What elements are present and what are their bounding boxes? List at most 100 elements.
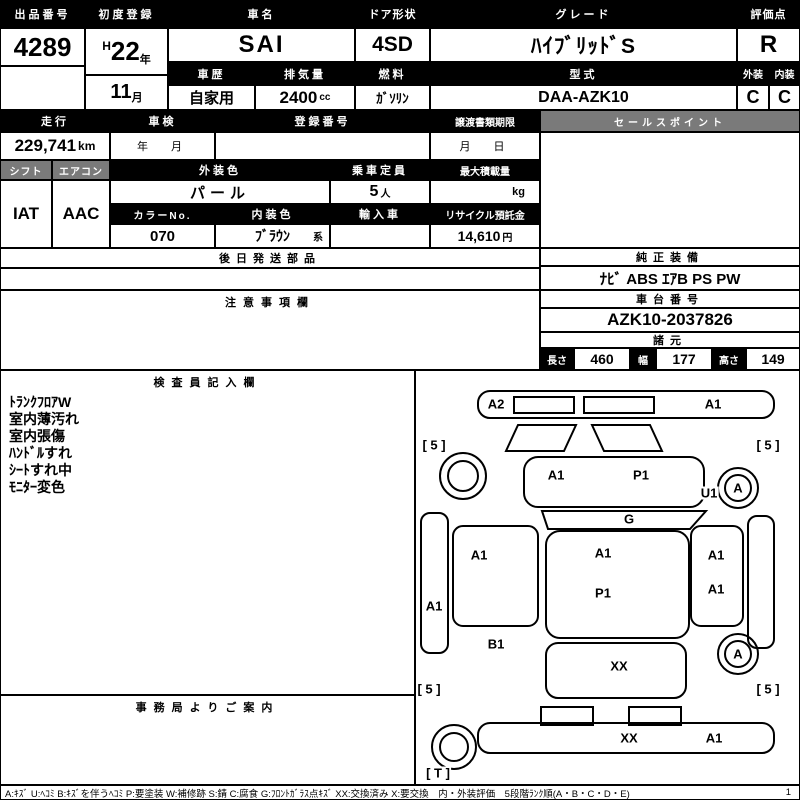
mileage-unit: km [78, 139, 96, 153]
rear-plate-left-shape [540, 706, 594, 726]
import-label: 輸入車 [330, 204, 430, 224]
history-label: 車歴 [168, 62, 255, 85]
later-parts-label: 後日発送部品 [0, 248, 540, 268]
model-code-value: DAA-AZK10 [430, 85, 737, 110]
sales-point-label: セールスポイント [540, 110, 800, 132]
inspector-remark: ｼｰﾄすれ中 [9, 462, 72, 478]
mileage-number: 229,741 [14, 136, 77, 155]
displacement-label: 排気量 [255, 62, 355, 85]
right-sill-shape [747, 515, 775, 649]
left-door-shape [452, 525, 539, 627]
interior-label: 内装 [769, 62, 800, 85]
interior-color-label: 内装色 [215, 204, 330, 224]
genuine-equipment-label: 純正装備 [540, 248, 800, 266]
front-light-left-shape [504, 424, 578, 452]
capacity-label: 乗車定員 [330, 160, 430, 180]
damage-mark-B1: B1 [486, 636, 506, 652]
damage-mark-A: A [732, 646, 744, 662]
damage-mark-A1: A1 [703, 396, 723, 412]
door-shape-label: ドア形状 [355, 0, 430, 28]
right-door-shape [690, 525, 744, 627]
max-load-value: kg [430, 180, 540, 204]
transfer-deadline-value: 月 日 [430, 132, 540, 160]
front-plate-left-shape [513, 396, 575, 414]
recycle-fee: 14,610 [457, 228, 501, 244]
inspector-title: 検査員記入欄 [153, 377, 262, 389]
damage-mark-P1: P1 [594, 585, 612, 601]
chassis-number-label: 車台番号 [540, 290, 800, 308]
month-unit: 月 [131, 91, 143, 104]
damage-mark-A1: A1 [593, 545, 613, 561]
length-label: 長さ [540, 348, 574, 370]
damage-mark-A1: A1 [704, 730, 724, 746]
capacity-unit: 人 [380, 188, 391, 200]
car-outline-diagram [420, 390, 775, 770]
interior-score: C [769, 85, 800, 110]
damage-mark-5: [ 5 ] [755, 681, 781, 697]
roof-shape [545, 530, 690, 639]
genuine-equipment-value: ﾅﾋﾞ ABS ｴｱB PS PW [540, 266, 800, 290]
damage-mark-A: A [732, 480, 744, 496]
displacement-number: 2400 [279, 87, 318, 107]
inspector-remark: 室内張傷 [9, 428, 65, 444]
rear-bumper-shape [477, 722, 775, 754]
shift-label: シフト [0, 160, 52, 180]
grade-label: グレード [430, 0, 737, 28]
exterior-label: 外装 [737, 62, 769, 85]
recycle-deposit-label: リサイクル預託金 [430, 204, 540, 224]
rear-left-wheel [431, 724, 477, 770]
first-registration-label: 初度登録 [85, 0, 168, 28]
damage-mark-XX: XX [619, 730, 639, 746]
length-value: 460 [574, 348, 630, 370]
exterior-score: C [737, 85, 769, 110]
inspection-value: 年 月 [110, 132, 215, 160]
car-name-label: 車名 [168, 0, 355, 28]
inspector-remark: ﾄﾗﾝｸﾌﾛｱW [9, 394, 72, 410]
front-plate-right-shape [583, 396, 655, 414]
height-label: 高さ [712, 348, 746, 370]
recycle-deposit-value: 14,610 円 [430, 224, 540, 248]
damage-mark-T: [ T ] [425, 765, 451, 781]
exterior-color-label: 外装色 [110, 160, 330, 180]
inspector-remark: ﾓﾆﾀｰ変色 [9, 479, 65, 495]
inspector-remark: ﾊﾝﾄﾞﾙすれ [9, 445, 72, 461]
lot-empty-cell [0, 66, 85, 110]
model-code-label: 型式 [430, 62, 737, 85]
front-bumper-shape [477, 390, 775, 419]
inspector-remark: 室内薄汚れ [9, 411, 79, 427]
rear-plate-right-shape [628, 706, 682, 726]
year-unit: 年 [139, 53, 151, 66]
transfer-deadline-label: 譲渡書類期限 [430, 110, 540, 132]
first-registration-year: H 22 年 [85, 28, 168, 75]
lot-number-label: 出品番号 [0, 0, 85, 28]
aircon-value: AAC [52, 180, 110, 248]
capacity-number: 5 [369, 183, 379, 200]
chassis-number-value: AZK10-2037826 [540, 308, 800, 332]
era-code: H [102, 38, 111, 53]
fuel-label: 燃料 [355, 62, 430, 85]
mileage-label: 走行 [0, 110, 110, 132]
legend-row: A:ｷｽﾞ U:ﾍｺﾐ B:ｷｽﾞを伴うﾍｺﾐ P:要塗装 W:補修跡 S:錆 … [0, 785, 800, 800]
shift-value: IAT [0, 180, 52, 248]
hood-shape [523, 456, 705, 508]
trunk-shape [545, 642, 687, 699]
rear-right-wheel [717, 633, 759, 675]
damage-mark-A1: A1 [706, 547, 726, 563]
interior-color-suffix: 系 [313, 232, 323, 244]
office-box: 事務局よりご案内 [0, 695, 415, 785]
score-value: R [737, 28, 800, 62]
displacement-value: 2400 cc [255, 85, 355, 110]
import-value [330, 224, 430, 248]
legend-text: A:ｷｽﾞ U:ﾍｺﾐ B:ｷｽﾞを伴うﾍｺﾐ P:要塗装 W:補修跡 S:錆 … [5, 788, 630, 800]
displacement-unit: cc [319, 92, 331, 103]
color-number-value: 070 [110, 224, 215, 248]
recycle-unit: 円 [502, 232, 513, 244]
first-registration-month: 11 月 [85, 75, 168, 110]
car-name-value: SAI [168, 28, 355, 62]
page-number: 1 [785, 787, 791, 798]
history-value: 自家用 [168, 85, 255, 110]
